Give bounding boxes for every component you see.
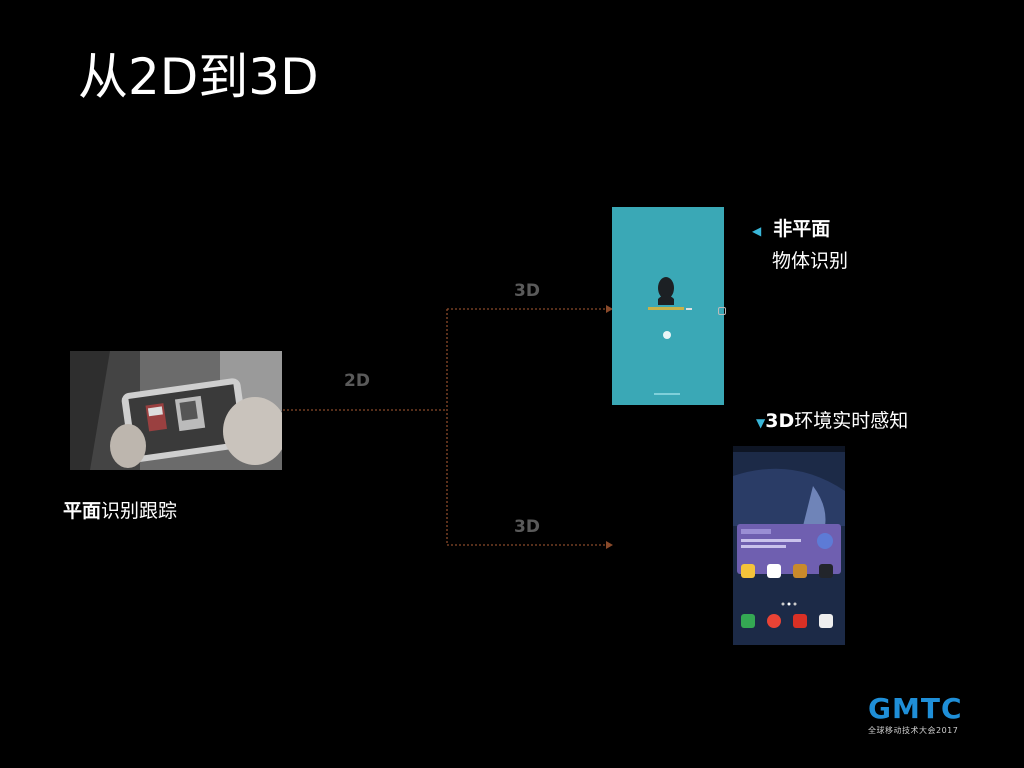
- object-recognition-app-screenshot: [612, 207, 724, 405]
- caption-line1: 非平面: [773, 218, 831, 240]
- gmtc-logo-subtext: 全球移动技术大会2017: [868, 726, 959, 735]
- edge-label-3d-top: 3D: [514, 281, 540, 301]
- caption-rest: 识别跟踪: [101, 500, 178, 522]
- caption-bold: 3D: [765, 410, 795, 432]
- object-recognition-caption-line2: 物体识别: [772, 250, 849, 272]
- caption-bold: 平面: [63, 500, 102, 522]
- arrowhead-bottom: [606, 541, 613, 549]
- edge-label-2d: 2D: [344, 371, 370, 391]
- small-square-icon: [718, 307, 726, 315]
- planar-tracking-caption: 平面识别跟踪: [63, 496, 177, 523]
- triangle-pointer-icon: ◀: [752, 224, 762, 238]
- gmtc-logo-text: GMTC: [868, 692, 963, 725]
- triangle-pointer-icon: ▼: [756, 416, 766, 430]
- environment-perception-caption: ▼3D环境实时感知: [756, 406, 908, 433]
- environment-perception-app-screenshot: [733, 446, 845, 645]
- slide-title: 从2D到3D: [78, 48, 319, 106]
- object-recognition-caption: ◀ 非平面: [752, 214, 830, 241]
- gmtc-logo: GMTC 全球移动技术大会2017: [868, 695, 963, 736]
- edge-label-3d-bottom: 3D: [514, 517, 540, 537]
- planar-tracking-photo: [70, 351, 282, 470]
- arrowhead-top: [606, 305, 613, 313]
- caption-rest: 环境实时感知: [794, 410, 909, 432]
